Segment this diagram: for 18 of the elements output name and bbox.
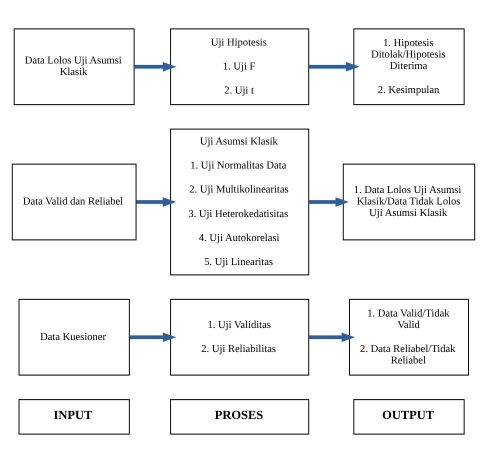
node-box: OUTPUT bbox=[353, 399, 465, 435]
node-box: Uji Hipotesis 1. Uji F 2. Uji t bbox=[170, 28, 310, 106]
node-box: 1. Uji Validitas 2. Uji Reliabilitas bbox=[170, 298, 310, 376]
arrow bbox=[308, 62, 360, 72]
node-box: PROSES bbox=[170, 399, 310, 435]
arrow bbox=[136, 197, 176, 207]
arrow bbox=[308, 332, 356, 342]
node-box: 1. Hipotesis Ditolak/Hipotesis Diterima 2. Kesimpulan bbox=[353, 28, 465, 106]
node-box: Data Valid dan Reliabel bbox=[12, 164, 137, 240]
arrow bbox=[308, 197, 349, 207]
node-box: Data Lolos Uji Asumsi Klasik bbox=[14, 28, 135, 106]
node-box: INPUT bbox=[18, 399, 130, 435]
node-box: 1. Data Lolos Uji Asumsi Klasik/Data Tidak Lolos Uji Asumsi Klasik bbox=[342, 164, 476, 240]
node-box: 1. Data Valid/Tidak Valid 2. Data Reliabel/Tidak Reliabel bbox=[349, 298, 469, 376]
node-box: Data Kuesioner bbox=[18, 298, 130, 376]
arrow bbox=[134, 62, 176, 72]
node-box: Uji Asumsi Klasik 1. Uji Normalitas Data 2. Uji Multikolinearitas 3. Uji Heterokedatisitas 4. Uji Autokorelasi 5. Uji Linearitas bbox=[170, 128, 310, 276]
arrow bbox=[130, 332, 176, 342]
